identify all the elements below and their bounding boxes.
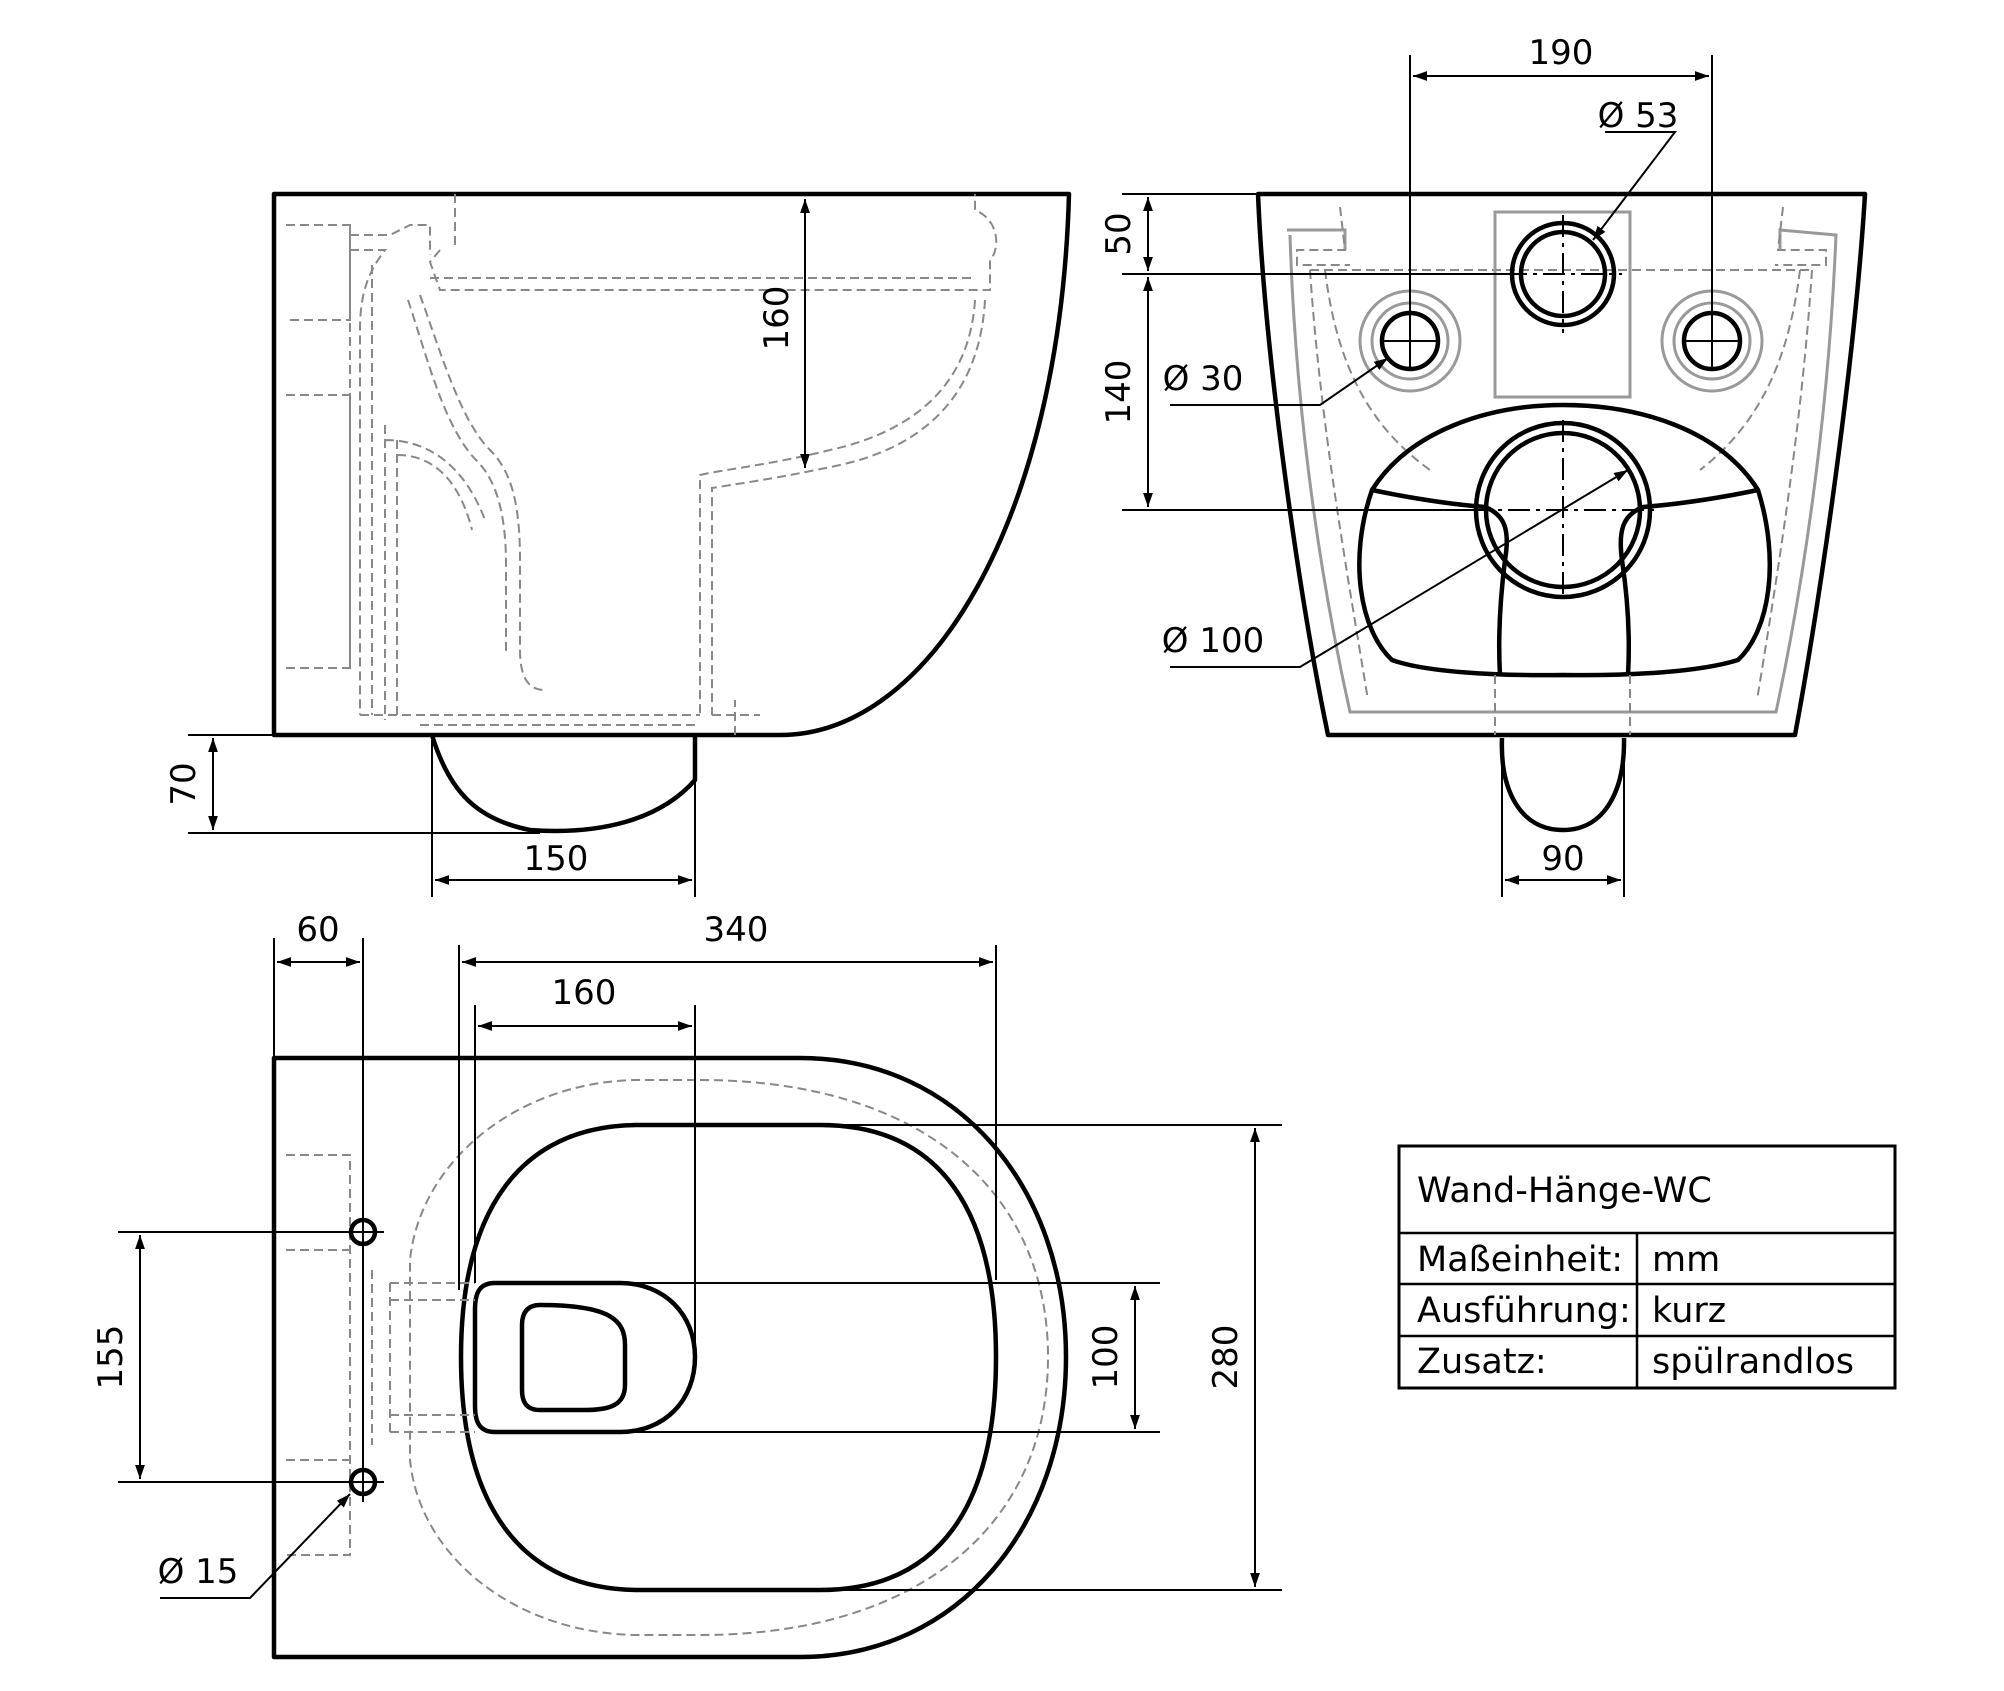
side-view: 160 70 150 <box>164 191 1072 897</box>
dim-d30-label: Ø 30 <box>1163 359 1244 399</box>
rear-view-body-outline <box>1255 191 1868 738</box>
top-view-hidden-wall-block <box>286 1154 351 1556</box>
dim-50-label: 50 <box>1099 212 1139 255</box>
dim-height-160-label: 160 <box>757 286 797 351</box>
info-table-title: Wand-Hänge-WC <box>1417 1171 1712 1211</box>
dim-155-label: 155 <box>91 1325 131 1390</box>
info-table: Wand-Hänge-WC Maßeinheit: mm Ausführung:… <box>1397 1144 1897 1390</box>
side-view-hidden-wall-blocks <box>286 224 351 669</box>
top-view-hidden-inlet <box>371 1270 475 1445</box>
side-view-hidden-channel <box>384 425 486 720</box>
dim-340-label: 340 <box>704 910 769 950</box>
top-view-bowl-well <box>472 1280 698 1435</box>
side-view-hidden-bowl-inner <box>430 277 986 715</box>
side-view-outlet-spigot <box>429 734 698 834</box>
side-view-hidden-base <box>360 700 760 735</box>
dim-160-label: 160 <box>552 973 617 1013</box>
top-view: 60 340 160 155 Ø 15 100 280 <box>91 910 1282 1660</box>
dim-d15-label: Ø 15 <box>158 1552 239 1592</box>
top-view-seat-opening <box>458 1122 999 1593</box>
info-table-row-label: Maßeinheit: <box>1417 1240 1623 1280</box>
rear-view: 190 Ø 53 50 140 Ø 30 Ø 100 90 <box>1099 33 1868 897</box>
dim-d30-leader <box>1170 357 1389 406</box>
info-table-row-label: Ausführung: <box>1417 1291 1631 1331</box>
dim-d100-label: Ø 100 <box>1162 621 1264 661</box>
info-table-row-value: mm <box>1652 1240 1720 1280</box>
dim-70-label: 70 <box>164 762 204 805</box>
rear-view-inlet-plate <box>1493 210 1632 399</box>
top-view-body-outline <box>271 1055 1069 1660</box>
info-table-row-label: Zusatz: <box>1417 1342 1547 1382</box>
top-view-hidden-outline <box>409 1079 1050 1636</box>
dim-90-label: 90 <box>1541 839 1584 879</box>
side-view-hidden-trap <box>407 294 546 691</box>
dim-140-label: 140 <box>1099 360 1139 425</box>
side-view-hidden-inlet <box>350 224 431 715</box>
dim-d15-leader <box>160 1493 351 1599</box>
dim-190-label: 190 <box>1529 33 1594 73</box>
dim-150-label: 150 <box>524 839 589 879</box>
rear-view-inlet-d53 <box>1505 215 1622 333</box>
rear-view-hidden-outline <box>1296 206 1827 701</box>
dim-280-label: 280 <box>1206 1325 1246 1390</box>
top-view-bowl-inner <box>519 1302 628 1413</box>
info-table-row-value: spülrandlos <box>1652 1342 1854 1382</box>
side-view-hidden-bowl <box>428 194 998 291</box>
info-table-row-value: kurz <box>1652 1291 1726 1331</box>
side-view-body-outline <box>271 191 1072 738</box>
rear-view-bowl-outline <box>1357 402 1773 678</box>
rear-view-outlet-spigot <box>1499 737 1627 833</box>
dim-d53-leader <box>1592 131 1678 241</box>
dim-d100-leader <box>1170 469 1629 668</box>
info-table-frame <box>1397 1144 1897 1390</box>
rear-view-bowl-shoulder <box>1371 487 1759 676</box>
dim-d53-label: Ø 53 <box>1598 96 1679 136</box>
dim-60-label: 60 <box>296 910 339 950</box>
dim-100-label: 100 <box>1086 1325 1126 1390</box>
